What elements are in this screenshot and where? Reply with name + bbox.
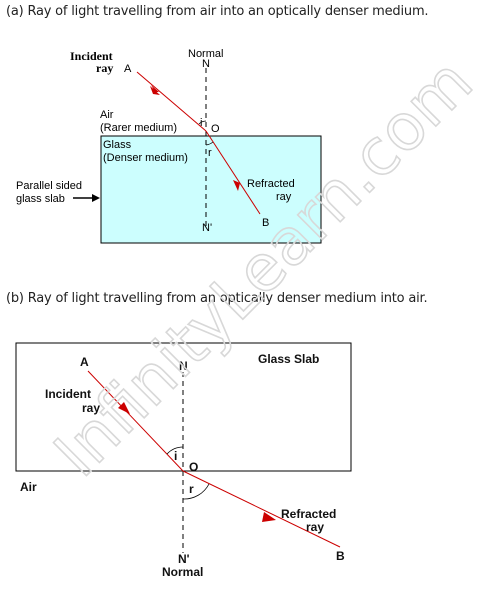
angle-r-label-a: r xyxy=(208,147,212,159)
refracted-ray-b xyxy=(182,470,341,548)
n-bottom-label-b: N' xyxy=(178,552,190,566)
point-a-label-b: A xyxy=(80,355,89,369)
glass-slab-label-b: Glass Slab xyxy=(258,352,319,366)
incident-label-b: Incident xyxy=(45,387,91,401)
diagram-b: A N Glass Slab Incident ray i O Air r Re… xyxy=(15,342,352,579)
refracted-ray-a xyxy=(205,130,261,215)
air-label-b: Air xyxy=(20,480,37,494)
point-b-label-b: B xyxy=(336,549,345,563)
point-o-label-b: O xyxy=(189,460,198,474)
angle-r-arc-b xyxy=(182,483,210,500)
incident-ray-a xyxy=(136,71,207,132)
incident-ray-label-b: ray xyxy=(82,401,100,415)
caption-a: (a) Ray of light travelling from air int… xyxy=(6,4,429,19)
angle-i-label-b: i xyxy=(174,449,177,463)
refracted-arrow-b xyxy=(262,512,276,522)
normal-label-a: Normal xyxy=(188,48,223,60)
n-top-label-a: N xyxy=(202,58,210,70)
angle-r-label-b: r xyxy=(189,482,194,496)
n-bottom-label-a: N' xyxy=(202,222,212,234)
point-b-label-a: B xyxy=(262,217,269,229)
angle-i-arc-b xyxy=(166,446,184,455)
incident-ray-b xyxy=(87,370,184,472)
glass-slab-label-a: glass slab xyxy=(16,193,65,205)
air-label-a: Air xyxy=(100,109,114,121)
normal-label-b: Normal xyxy=(162,565,203,579)
denser-label-a: (Denser medium) xyxy=(103,152,188,164)
incident-arrow-b xyxy=(118,402,130,414)
angle-i-arc-a xyxy=(198,120,207,125)
slab-pointer-arrow xyxy=(92,194,100,202)
n-top-label-b: N xyxy=(179,359,188,373)
glass-label-a: Glass xyxy=(103,139,132,151)
angle-i-label-a: i xyxy=(200,117,202,129)
glass-slab-a xyxy=(100,135,322,244)
caption-b: (b) Ray of light travelling from an opti… xyxy=(6,291,428,306)
refracted-ray-label-b: ray xyxy=(306,520,324,534)
rarer-label-a: (Rarer medium) xyxy=(100,122,177,134)
incident-ray-label-a: ray xyxy=(96,61,113,75)
refracted-label-b: Refracted xyxy=(281,507,336,521)
parallel-label: Parallel sided xyxy=(16,180,82,192)
incident-arrow-head-a xyxy=(150,86,160,95)
incident-arrow-a xyxy=(151,85,159,92)
point-a-label-a: A xyxy=(124,63,132,75)
refracted-label-a: Refracted xyxy=(247,178,295,190)
refracted-ray-label-a: ray xyxy=(276,191,292,203)
diagram-a: Incident ray A Normal N Air (Rarer mediu… xyxy=(16,48,322,244)
angle-r-arc-a xyxy=(205,141,214,146)
refracted-arrow-a xyxy=(233,180,240,191)
point-o-label-a: O xyxy=(211,123,220,135)
incident-label-a: Incident xyxy=(70,49,113,63)
